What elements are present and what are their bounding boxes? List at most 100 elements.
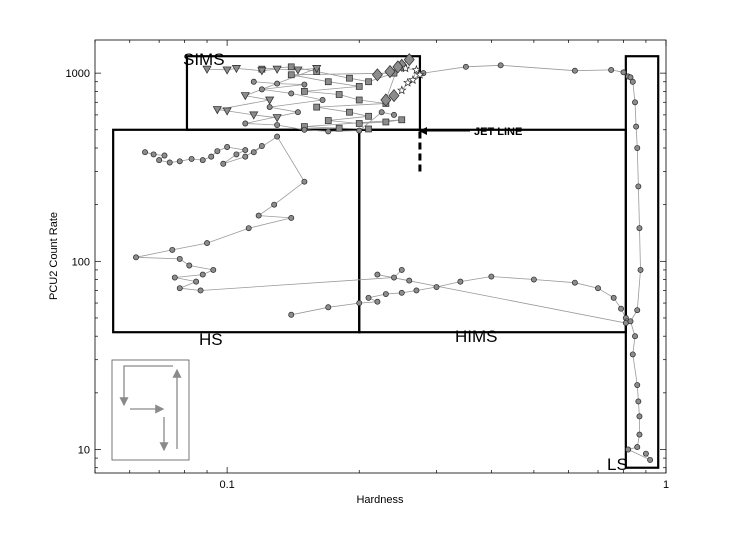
data-point-star-8-3	[408, 75, 418, 84]
data-point-circle-6-6	[319, 97, 326, 103]
series-1-line	[135, 136, 403, 291]
data-point-circle-3-27	[642, 450, 649, 457]
data-point-circle-3-19	[629, 351, 636, 358]
data-point-circle-3-20	[634, 382, 641, 389]
data-point-circle-1-2	[150, 151, 157, 158]
data-point-circle-1-14	[220, 160, 227, 167]
data-point-circle-1-15	[242, 153, 249, 160]
data-point-circle-3-3	[497, 62, 504, 69]
data-point-circle-1-4	[156, 157, 163, 164]
data-point-circle-6-2	[274, 80, 281, 87]
data-point-circle-1-11	[224, 144, 231, 150]
data-point-triangle-down-5-1	[202, 65, 212, 74]
data-point-circle-3-21	[635, 398, 642, 405]
region-label-sims: SIMS	[183, 50, 225, 69]
data-point-star-8-5	[403, 77, 413, 87]
data-point-circle-1-30	[199, 271, 206, 278]
data-point-triangle-down-5-13	[272, 114, 282, 123]
data-point-circle-1-24	[204, 240, 210, 247]
data-point-square-4-22	[335, 124, 343, 132]
series-5-line	[206, 67, 317, 119]
data-point-circle-1-12	[242, 147, 249, 154]
data-point-square-4-7	[287, 71, 295, 79]
data-point-circle-3-18	[632, 333, 638, 340]
y-tick-label: 100	[72, 256, 90, 268]
data-point-circle-6-15	[391, 111, 397, 118]
data-point-circle-1-33	[176, 285, 183, 292]
data-point-circle-3-25	[625, 446, 632, 453]
data-point-circle-3-5	[608, 66, 615, 73]
data-point-square-4-5	[365, 78, 372, 86]
data-point-circle-2-15	[610, 294, 617, 301]
data-point-circle-1-22	[288, 214, 295, 221]
data-point-triangle-down-5-10	[212, 106, 222, 115]
data-point-circle-1-9	[208, 153, 215, 160]
data-point-circle-2-14	[595, 285, 601, 292]
data-point-square-4-12	[355, 96, 363, 104]
data-point-circle-1-26	[133, 254, 139, 261]
data-point-circle-1-20	[271, 201, 278, 208]
data-point-circle-2-6	[382, 291, 389, 297]
data-point-circle-2-20	[374, 271, 381, 278]
data-point-triangle-down-5-9	[265, 96, 275, 105]
data-point-circle-6-14	[378, 109, 385, 116]
y-tick-label: 10	[78, 444, 90, 456]
y-tick-label: 1000	[66, 68, 90, 80]
data-point-square-4-17	[324, 117, 332, 124]
data-point-circle-2-2	[325, 304, 332, 311]
data-point-square-4-2	[287, 63, 295, 71]
data-point-circle-3-12	[634, 145, 641, 151]
series-3-line	[423, 64, 652, 461]
region-boxes	[112, 55, 660, 469]
data-point-circle-1-16	[258, 143, 265, 149]
data-point-circle-3-6	[620, 69, 627, 76]
data-point-triangle-down-5-5	[272, 65, 282, 74]
data-point-star-8-6	[397, 85, 407, 95]
data-point-circle-1-34	[197, 287, 204, 294]
data-point-circle-2-12	[530, 276, 537, 283]
data-point-circle-3-14	[636, 225, 643, 232]
data-point-circle-3-16	[634, 307, 641, 314]
data-point-star-8-4	[415, 69, 425, 79]
data-point-square-4-16	[365, 112, 372, 120]
data-point-circle-6-9	[242, 120, 249, 127]
data-point-circle-6-12	[325, 128, 332, 135]
x-tick-label: 0.1	[219, 479, 234, 491]
data-point-diamond-7-2	[384, 64, 396, 79]
data-point-diamond-7-7	[388, 89, 400, 103]
data-point-circle-1-35	[391, 274, 397, 281]
data-point-triangle-down-5-4	[257, 67, 267, 76]
data-point-star-8-2	[411, 64, 422, 75]
data-point-star-8-1	[400, 63, 411, 73]
data-point-circle-6-11	[301, 126, 308, 133]
plot-area-frame	[94, 39, 667, 474]
data-point-circle-2-13	[571, 279, 578, 286]
data-point-triangle-down-5-2	[222, 66, 232, 75]
region-label-hims: HIMS	[455, 327, 498, 346]
data-point-circle-1-27	[176, 255, 183, 262]
data-point-circle-1-8	[199, 157, 206, 164]
data-point-circle-1-21	[255, 212, 262, 219]
data-point-triangle-down-5-6	[293, 66, 303, 75]
data-point-circle-2-9	[433, 284, 440, 290]
data-point-square-4-20	[398, 116, 406, 124]
data-point-triangle-down-5-7	[312, 65, 322, 74]
data-point-square-4-8	[324, 78, 332, 86]
data-point-circle-2-16	[618, 305, 625, 312]
data-point-circle-1-1	[142, 149, 148, 156]
data-point-circle-3-15	[637, 266, 644, 273]
data-point-circle-1-10	[214, 148, 221, 155]
data-point-circle-1-29	[210, 266, 217, 273]
data-point-circle-6-4	[258, 86, 265, 93]
data-point-circle-1-31	[171, 274, 178, 281]
data-point-triangle-down-5-3	[231, 65, 242, 74]
data-point-circle-3-9	[629, 78, 636, 85]
data-point-square-4-23	[365, 125, 372, 133]
data-point-circle-6-10	[274, 122, 281, 128]
data-point-square-4-18	[355, 120, 363, 127]
data-point-circle-3-13	[635, 183, 642, 190]
region-ls-box	[624, 55, 660, 469]
inset-arrow-left-down	[119, 365, 173, 407]
data-point-circle-2-10	[457, 278, 464, 285]
data-point-circle-6-7	[266, 104, 273, 111]
